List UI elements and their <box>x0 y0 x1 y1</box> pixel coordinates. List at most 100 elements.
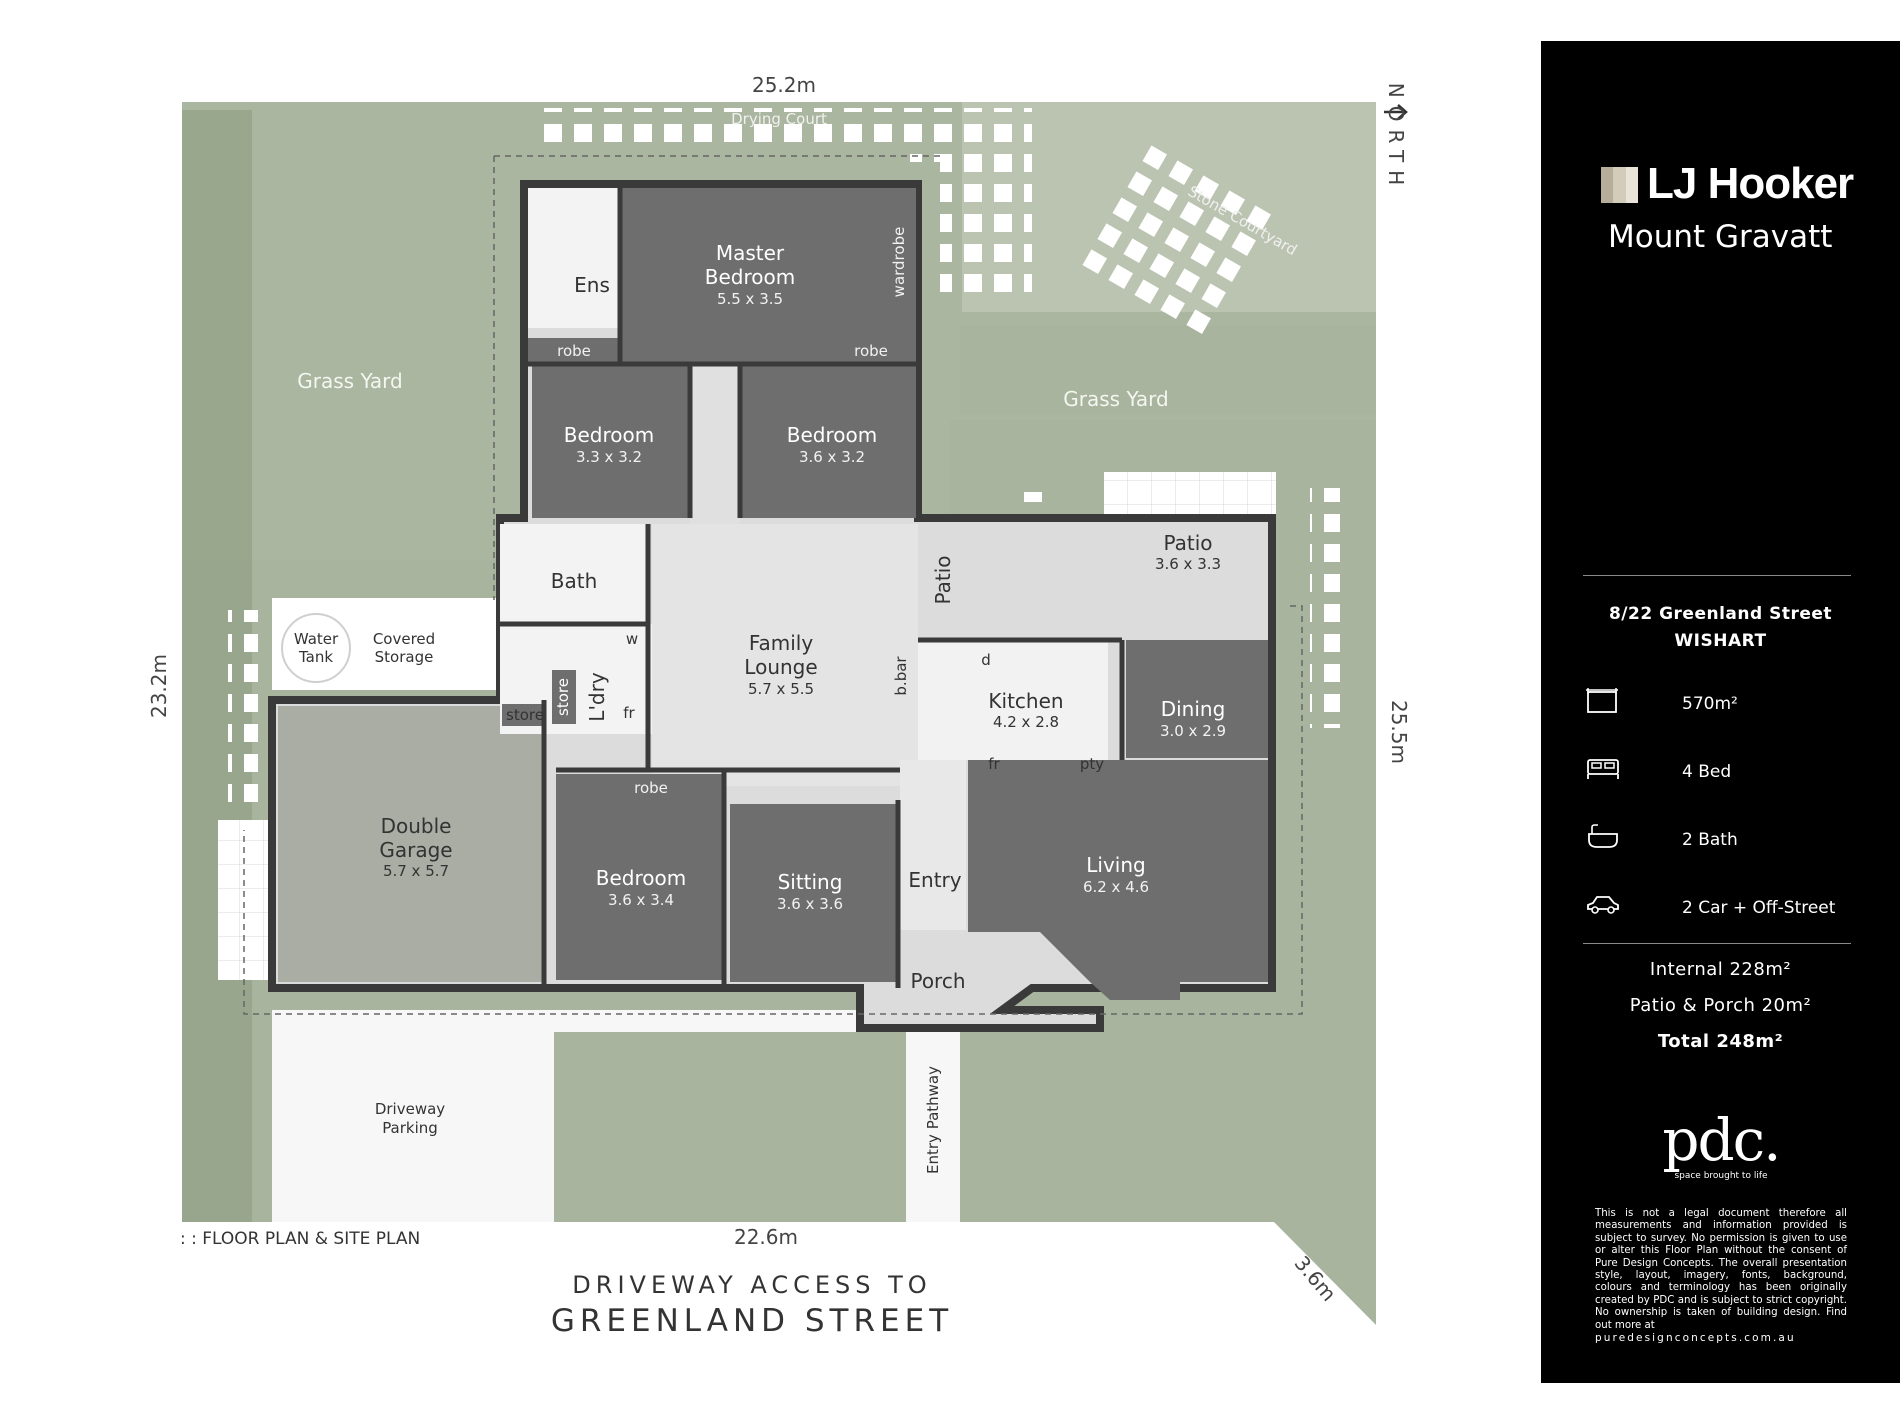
north-arrow-icon <box>1384 104 1408 120</box>
master-bedroom-label-1: Master <box>716 241 785 265</box>
north-label: NORTH <box>1384 83 1408 193</box>
bedroom-4-label: Bedroom <box>596 866 686 890</box>
feature-land-size: 570m² <box>1585 686 1865 720</box>
info-panel: LJ Hooker Mount Gravatt 8/22 Greenland S… <box>1541 41 1900 1383</box>
entry-label: Entry <box>908 868 961 892</box>
pdc-logo-text: pdc. <box>1662 1106 1781 1174</box>
garage-size: 5.7 x 5.7 <box>383 862 449 880</box>
driveway-label-2: Parking <box>382 1119 438 1137</box>
fridge-label-kitchen: fr <box>988 755 1000 773</box>
family-lounge-size: 5.7 x 5.5 <box>748 680 814 698</box>
store-label-2: store <box>554 678 572 716</box>
logo-mark-stripe-2 <box>1613 167 1626 203</box>
rooms <box>278 188 1268 1000</box>
total-area: Total 248m² <box>1657 1031 1784 1052</box>
agency-name: LJ Hooker <box>1647 159 1854 208</box>
water-tank-label-2: Tank <box>298 648 333 666</box>
entry-pathway-label: Entry Pathway <box>924 1066 942 1174</box>
washer-label: w <box>626 630 638 648</box>
bath-label: Bath <box>551 569 598 593</box>
side-pavers-left <box>228 610 258 810</box>
agency-office: Mount Gravatt <box>1608 219 1833 255</box>
boundary-dashed <box>243 155 1303 1015</box>
laundry-label: L'dry <box>585 672 609 722</box>
dining-label: Dining <box>1161 697 1226 721</box>
living-size: 6.2 x 4.6 <box>1083 878 1149 896</box>
pdc-logo: pdc. space brought to life <box>1656 1111 1786 1181</box>
master-bedroom-label-2: Bedroom <box>705 265 795 289</box>
pantry-label: pty <box>1080 755 1104 773</box>
breakfast-bar-label: b.bar <box>892 656 910 696</box>
dimension-left: 23.2m <box>147 654 171 718</box>
garage-label-1: Double <box>381 814 452 838</box>
street-line-1: DRIVEWAY ACCESS TO <box>572 1271 931 1299</box>
bed-icon <box>1587 759 1619 779</box>
patio-porch-area: Patio & Porch 20m² <box>1629 995 1812 1016</box>
kitchen-size: 4.2 x 2.8 <box>993 713 1059 731</box>
grass-yard-left-label: Grass Yard <box>297 369 402 393</box>
bedroom-3-label: Bedroom <box>787 423 877 447</box>
website-text: puredesignconcepts.com.au <box>1595 1332 1796 1344</box>
patio-main-size: 3.6 x 3.3 <box>1155 555 1221 573</box>
driveway-label-1: Driveway <box>375 1100 445 1118</box>
robe-label-2: robe <box>854 342 888 360</box>
divider-top <box>1583 575 1851 576</box>
bedroom-4-size: 3.6 x 3.4 <box>608 891 674 909</box>
bedrooms-value: 4 Bed <box>1682 762 1732 782</box>
sitting-size: 3.6 x 3.6 <box>777 895 843 913</box>
dining-size: 3.0 x 2.9 <box>1160 722 1226 740</box>
feature-parking: 2 Car + Off-Street <box>1585 890 1865 924</box>
robe-label-1: robe <box>557 342 591 360</box>
side-pavers-right <box>1310 488 1340 728</box>
kitchen-label: Kitchen <box>988 689 1063 713</box>
drying-court <box>532 108 1032 300</box>
porch-label: Porch <box>910 969 965 993</box>
dimension-bottom: 22.6m <box>734 1225 798 1249</box>
feature-bedrooms: 4 Bed <box>1585 754 1865 788</box>
parking-value: 2 Car + Off-Street <box>1682 898 1836 918</box>
bedroom-2-size: 3.3 x 3.2 <box>576 448 642 466</box>
family-lounge-label-1: Family <box>749 631 814 655</box>
dishwasher-label: d <box>981 651 991 669</box>
feature-bathrooms: 2 Bath <box>1585 822 1865 856</box>
living-label: Living <box>1086 853 1145 877</box>
bath-icon <box>1588 824 1618 848</box>
patio-main-label: Patio <box>1163 531 1212 555</box>
water-tank <box>281 613 351 683</box>
driveway-area <box>272 1010 554 1222</box>
land-size-icon <box>1586 688 1618 713</box>
sitting-label: Sitting <box>778 870 843 894</box>
covered-storage-label-2: Storage <box>375 648 434 666</box>
robe-label-3: robe <box>634 779 668 797</box>
agency-logo-mark <box>1601 167 1638 203</box>
divider-bottom <box>1583 943 1851 944</box>
address-suburb: WISHART <box>1674 631 1767 651</box>
logo-mark-stripe-1 <box>1601 167 1614 203</box>
dimension-right: 25.5m <box>1387 700 1411 764</box>
interior-walls <box>500 188 1125 988</box>
water-tank-label-1: Water <box>294 630 339 648</box>
street-line-2: GREENLAND STREET <box>551 1303 953 1339</box>
patio-side-label: Patio <box>931 555 955 604</box>
bedroom-2-label: Bedroom <box>564 423 654 447</box>
land-size-value: 570m² <box>1682 694 1738 714</box>
fridge-label-laundry: fr <box>623 704 635 722</box>
covered-storage-label-1: Covered <box>373 630 435 648</box>
driveway-apron <box>554 1010 906 1032</box>
disclaimer-text: This is not a legal document therefore a… <box>1595 1208 1847 1331</box>
car-icon <box>1587 896 1619 914</box>
entry-path <box>906 1010 960 1222</box>
garage-label-2: Garage <box>379 838 452 862</box>
bedroom-3-size: 3.6 x 3.2 <box>799 448 865 466</box>
logo-mark-stripe-3 <box>1625 167 1638 203</box>
dimension-top: 25.2m <box>752 73 816 97</box>
master-bedroom-size: 5.5 x 3.5 <box>717 290 783 308</box>
grass-yard-right-label: Grass Yard <box>1063 387 1168 411</box>
stone-courtyard <box>1075 140 1280 345</box>
wardrobe-label: wardrobe <box>890 227 908 298</box>
drying-court-label: Drying Court <box>731 110 827 128</box>
pdc-tagline: space brought to life <box>1674 1171 1768 1181</box>
ensuite-label: Ens <box>574 273 610 297</box>
store-label-1: store <box>506 706 544 724</box>
